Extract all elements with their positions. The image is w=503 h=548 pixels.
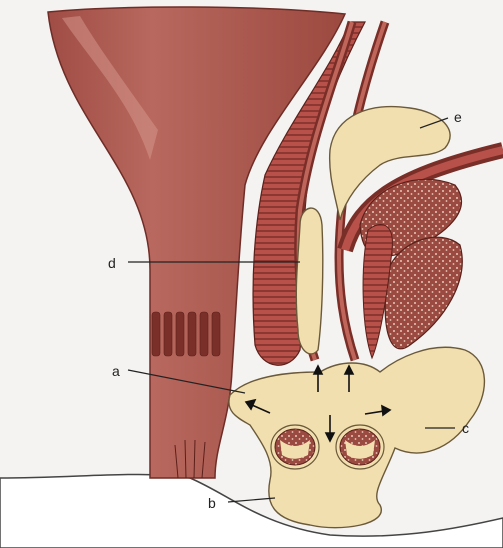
label-b: b	[208, 495, 216, 511]
label-a: a	[112, 363, 120, 379]
label-d: d	[108, 255, 116, 271]
sphincter-left	[271, 425, 319, 469]
sphincter-right	[336, 425, 384, 469]
label-e: e	[454, 109, 462, 125]
space-d	[296, 208, 322, 354]
label-c: c	[462, 420, 469, 436]
